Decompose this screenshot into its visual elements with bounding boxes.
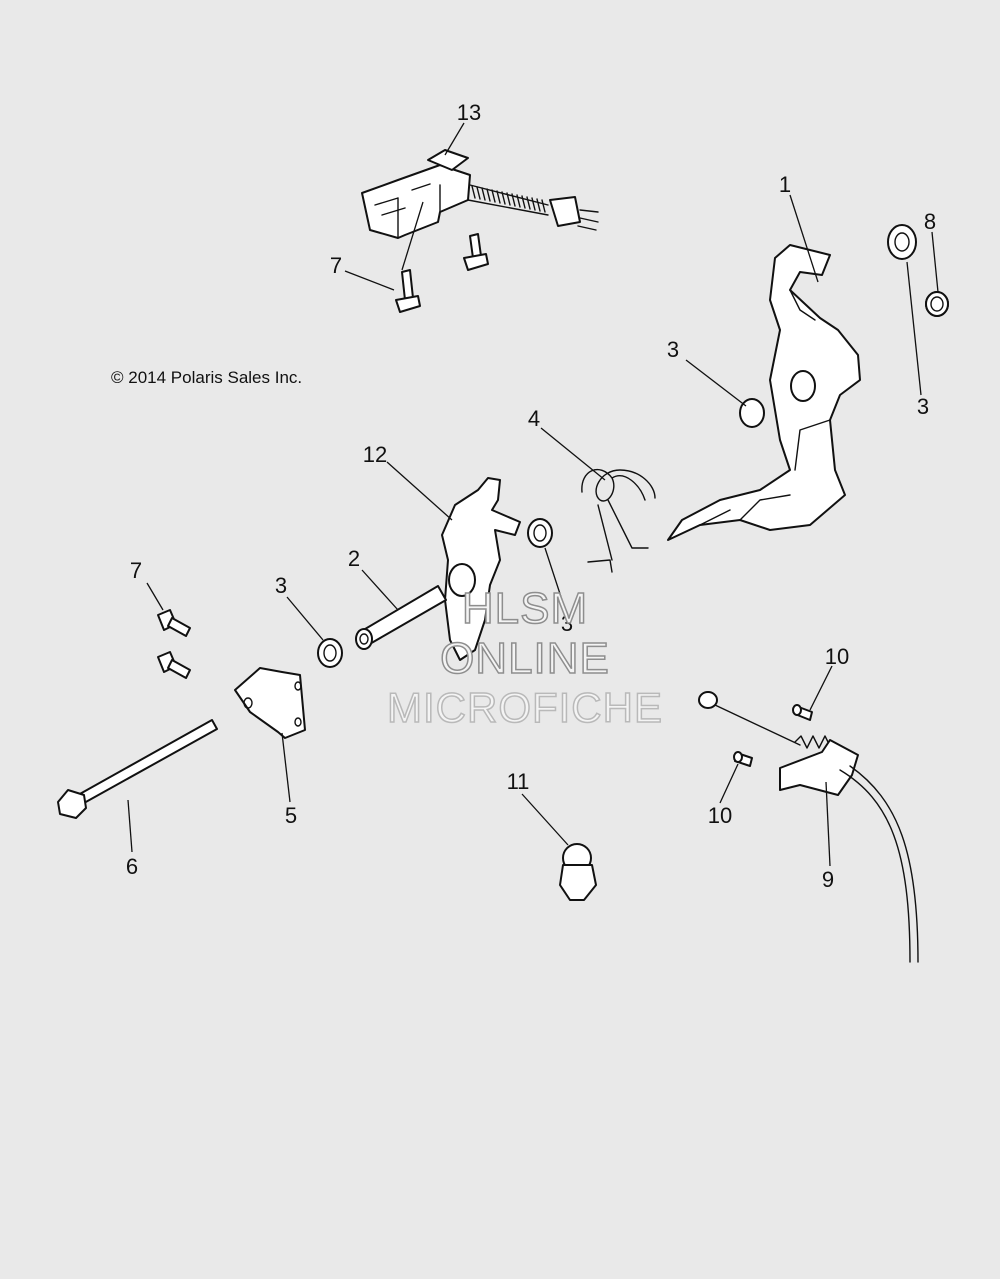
part-11-clip[interactable] (559, 843, 597, 901)
part-13-switch-assembly[interactable] (361, 149, 599, 239)
part-6-long-bolt[interactable] (57, 719, 218, 819)
callout-3-middle: 3 (561, 611, 573, 636)
part-3-bushing-right[interactable] (887, 224, 917, 260)
watermark-line-3: MICROFICHE (386, 683, 663, 732)
part-8-nut[interactable] (925, 291, 949, 317)
callout-labels: 1 2 3 3 3 3 4 5 6 7 7 8 9 10 10 11 12 13 (126, 100, 936, 892)
callout-leaders (127, 122, 939, 867)
part-12-lever[interactable] (441, 477, 521, 661)
callout-3-right: 3 (917, 394, 929, 419)
part-4-torsion-spring[interactable] (581, 468, 656, 573)
callout-10-upper: 10 (825, 644, 849, 669)
part-3-bushing-middle[interactable] (527, 518, 553, 548)
part-2-shaft-tube[interactable] (355, 585, 447, 650)
part-3-bushing-upper[interactable] (739, 398, 765, 428)
callout-10-lower: 10 (708, 803, 732, 828)
callout-7-lower: 7 (130, 558, 142, 583)
callout-9: 9 (822, 867, 834, 892)
callout-6: 6 (126, 854, 138, 879)
callout-8: 8 (924, 209, 936, 234)
part-7-bolt-left-lower[interactable] (157, 651, 191, 679)
callout-1: 1 (779, 172, 791, 197)
callout-4: 4 (528, 406, 540, 431)
part-10-rivet-lower[interactable] (733, 751, 753, 767)
part-10-rivet-upper[interactable] (792, 704, 813, 721)
callout-3-upper: 3 (667, 337, 679, 362)
part-5-mounting-bracket[interactable] (234, 667, 306, 739)
part-7-bolt-upper-right[interactable] (463, 233, 489, 271)
callout-5: 5 (285, 803, 297, 828)
callout-13: 13 (457, 100, 481, 125)
part-7-bolt-upper-left[interactable] (395, 269, 421, 313)
callout-2: 2 (348, 546, 360, 571)
part-3-bushing-left[interactable] (317, 638, 343, 668)
part-1-brake-pedal[interactable] (667, 244, 861, 541)
callout-12: 12 (363, 442, 387, 467)
part-9-cable[interactable] (698, 691, 919, 963)
part-7-bolt-left-upper[interactable] (157, 609, 191, 637)
watermark-line-1: HLSM (461, 583, 589, 634)
callout-3-left: 3 (275, 573, 287, 598)
callout-11: 11 (507, 769, 530, 794)
callout-7-upper: 7 (330, 253, 342, 278)
watermark-line-2: ONLINE (439, 633, 610, 684)
copyright-notice: © 2014 Polaris Sales Inc. (111, 368, 303, 387)
